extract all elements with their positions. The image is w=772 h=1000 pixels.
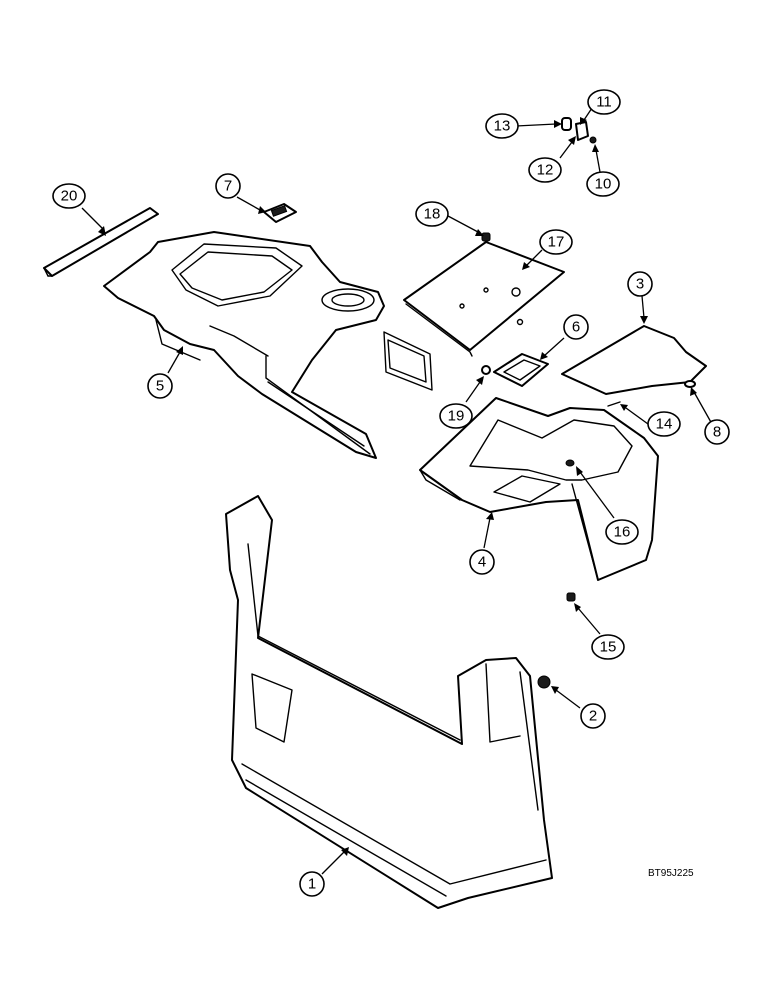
svg-text:10: 10	[595, 176, 612, 193]
leader-lines	[81, 107, 713, 875]
svg-text:13: 13	[494, 118, 511, 135]
callout-16: 16	[605, 519, 639, 545]
part-clip-14	[607, 401, 621, 407]
part-bolt-15	[566, 592, 576, 602]
callout-1: 1	[299, 871, 325, 897]
svg-text:8: 8	[713, 424, 721, 441]
callout-18: 18	[415, 201, 449, 227]
callout-20: 20	[52, 183, 86, 209]
svg-text:3: 3	[636, 276, 644, 293]
svg-text:15: 15	[600, 639, 617, 656]
callout-10: 10	[586, 171, 620, 197]
callout-11: 11	[587, 89, 621, 115]
part-floor-plate	[403, 241, 565, 357]
callout-5: 5	[147, 373, 173, 399]
callout-12: 12	[528, 157, 562, 183]
svg-text:1: 1	[308, 876, 316, 893]
part-console-bin	[419, 397, 659, 581]
callout-13: 13	[485, 113, 519, 139]
svg-text:20: 20	[61, 188, 78, 205]
svg-text:7: 7	[224, 178, 232, 195]
svg-text:19: 19	[448, 408, 465, 425]
part-plug-2	[537, 675, 551, 689]
svg-text:18: 18	[424, 206, 441, 223]
part-small-plate	[263, 203, 297, 223]
part-tunnel-console	[103, 231, 433, 459]
part-screw-18	[481, 232, 491, 242]
svg-text:6: 6	[572, 319, 580, 336]
svg-text:11: 11	[596, 94, 612, 111]
callout-2: 2	[580, 703, 606, 729]
svg-text:14: 14	[656, 416, 673, 433]
reference-code: BT95J225	[648, 868, 694, 879]
part-side-plate	[561, 325, 707, 395]
part-hardware-cluster	[561, 117, 597, 144]
callout-15: 15	[591, 634, 625, 660]
svg-text:5: 5	[156, 378, 164, 395]
callout-7: 7	[215, 173, 241, 199]
svg-text:12: 12	[537, 162, 554, 179]
svg-text:2: 2	[589, 708, 597, 725]
callout-4: 4	[469, 549, 495, 575]
svg-text:4: 4	[478, 554, 486, 571]
callout-3: 3	[627, 271, 653, 297]
part-washer-19	[481, 365, 491, 375]
callout-17: 17	[539, 229, 573, 255]
part-strip	[43, 207, 159, 277]
callout-14: 14	[647, 411, 681, 437]
callout-8: 8	[704, 419, 730, 445]
part-ring-8	[684, 380, 696, 388]
svg-text:16: 16	[614, 524, 631, 541]
part-main-panel	[225, 495, 553, 909]
callout-6: 6	[563, 314, 589, 340]
svg-text:17: 17	[548, 234, 565, 251]
part-boot-cover	[493, 353, 549, 387]
callout-19: 19	[439, 403, 473, 429]
